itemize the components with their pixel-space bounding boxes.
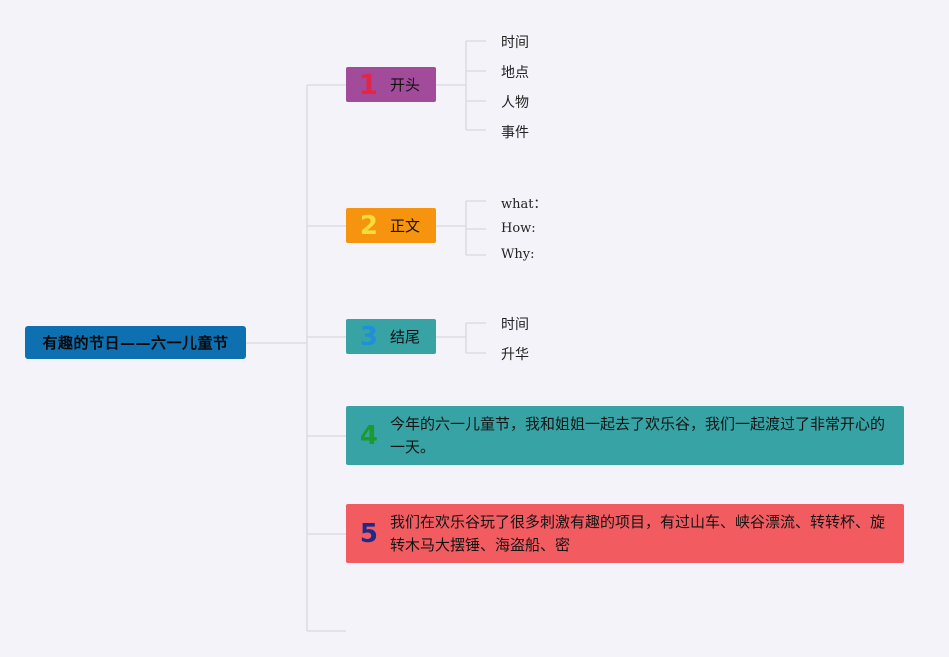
branch-3-node[interactable]: 3 结尾 xyxy=(346,319,436,354)
branch-1-leaf-4[interactable]: 事件 xyxy=(501,125,529,141)
branch-1-leaf-1[interactable]: 时间 xyxy=(501,35,529,51)
root-label: 有趣的节日——六一儿童节 xyxy=(42,334,229,352)
branch-1-leaf-2[interactable]: 地点 xyxy=(501,65,529,81)
branch-2-number: 2 xyxy=(359,210,378,241)
branch-3-label: 结尾 xyxy=(390,328,421,346)
branch-3-number: 3 xyxy=(359,321,378,352)
branch-1-label: 开头 xyxy=(390,76,421,94)
branch1-bracket xyxy=(436,40,486,131)
branch-4-number: 4 xyxy=(359,420,378,451)
branch-1-leaf-3[interactable]: 人物 xyxy=(501,95,529,111)
branch-2-label: 正文 xyxy=(390,217,421,235)
branch-5-number: 5 xyxy=(359,518,378,549)
branch-2-node[interactable]: 2 正文 xyxy=(346,208,436,243)
branch-1-number: 1 xyxy=(358,67,378,101)
branch-4-node[interactable]: 4 今年的六一儿童节，我和姐姐一起去了欢乐谷，我们一起渡过了非常开心的一天。 xyxy=(346,406,904,465)
branch-2-leaf-2[interactable]: How: xyxy=(501,221,536,236)
branch-5-node[interactable]: 5 我们在欢乐谷玩了很多刺激有趣的项目，有过山车、峡谷漂流、转转杯、旋转木马大摆… xyxy=(346,504,904,563)
branch2-bracket xyxy=(436,200,486,256)
branch-1-node[interactable]: 1 开头 xyxy=(346,67,436,102)
branch3-bracket xyxy=(436,322,486,354)
root-node[interactable]: 有趣的节日——六一儿童节 xyxy=(25,326,246,359)
branch-2-leaf-3[interactable]: Why: xyxy=(501,247,535,262)
branch-3-leaf-2[interactable]: 升华 xyxy=(501,347,529,363)
branch-4-label: 今年的六一儿童节，我和姐姐一起去了欢乐谷，我们一起渡过了非常开心的一天。 xyxy=(390,414,886,456)
branch-5-label: 我们在欢乐谷玩了很多刺激有趣的项目，有过山车、峡谷漂流、转转杯、旋转木马大摆锤、… xyxy=(390,512,886,554)
branch-3-leaf-1[interactable]: 时间 xyxy=(501,317,529,333)
branch-2-leaf-1[interactable]: what： xyxy=(501,197,547,212)
